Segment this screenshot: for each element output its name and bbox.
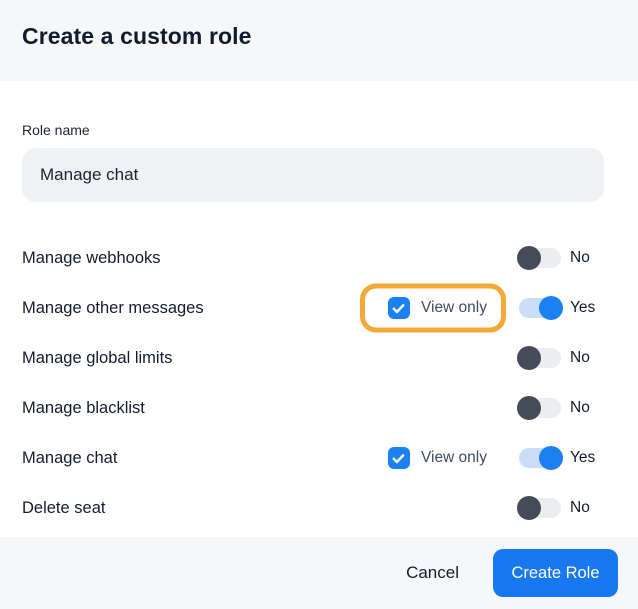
toggle-state-label: No xyxy=(570,499,590,516)
toggle-knob xyxy=(517,496,541,520)
permission-toggle[interactable] xyxy=(517,346,561,370)
permissions-list: Manage webhooks No Manage other messages… xyxy=(22,233,616,533)
view-only-label: View only xyxy=(420,449,487,466)
toggle-state-label: Yes xyxy=(570,299,596,316)
permission-label: Manage global limits xyxy=(22,348,173,367)
permission-label: Manage other messages xyxy=(22,298,204,317)
permission-toggle[interactable] xyxy=(517,496,561,520)
toggle-state-label: No xyxy=(570,249,590,266)
permission-row: Manage blacklist No xyxy=(22,383,616,433)
toggle-state-label: No xyxy=(570,399,590,416)
permission-toggle[interactable] xyxy=(519,446,563,470)
toggle-state-label: Yes xyxy=(570,449,596,466)
permission-label: Manage webhooks xyxy=(22,248,161,267)
dialog-header: Create a custom role xyxy=(0,0,638,81)
permission-toggle[interactable] xyxy=(517,246,561,270)
role-name-input[interactable] xyxy=(22,148,604,202)
toggle-knob xyxy=(517,246,541,270)
create-role-button[interactable]: Create Role xyxy=(493,549,618,597)
permission-row: Manage other messages View only Yes xyxy=(22,283,616,333)
toggle-knob xyxy=(539,296,563,320)
permission-row: Manage global limits No xyxy=(22,333,616,383)
permission-label: Manage chat xyxy=(22,448,118,467)
permission-row: Manage webhooks No xyxy=(22,233,616,283)
check-icon xyxy=(391,301,406,316)
view-only-group: View only xyxy=(387,447,487,469)
permission-label: Manage blacklist xyxy=(22,398,145,417)
view-only-checkbox[interactable] xyxy=(387,447,410,469)
toggle-knob xyxy=(517,346,541,370)
view-only-checkbox[interactable] xyxy=(387,297,410,319)
dialog-body: Role name Manage webhooks No Manage othe… xyxy=(0,81,638,537)
role-name-label: Role name xyxy=(22,122,90,138)
toggle-knob xyxy=(539,446,563,470)
view-only-label: View only xyxy=(420,299,487,316)
check-icon xyxy=(391,451,406,466)
view-only-group: View only xyxy=(387,297,487,319)
permission-toggle[interactable] xyxy=(519,296,563,320)
toggle-knob xyxy=(517,396,541,420)
permission-row: Manage chat View only Yes xyxy=(22,433,616,483)
toggle-state-label: No xyxy=(570,349,590,366)
permission-toggle[interactable] xyxy=(517,396,561,420)
dialog-footer: Cancel Create Role xyxy=(0,537,638,609)
cancel-button[interactable]: Cancel xyxy=(400,555,465,591)
permission-row: Delete seat No xyxy=(22,483,616,533)
dialog-title: Create a custom role xyxy=(22,23,252,49)
permission-label: Delete seat xyxy=(22,498,106,517)
